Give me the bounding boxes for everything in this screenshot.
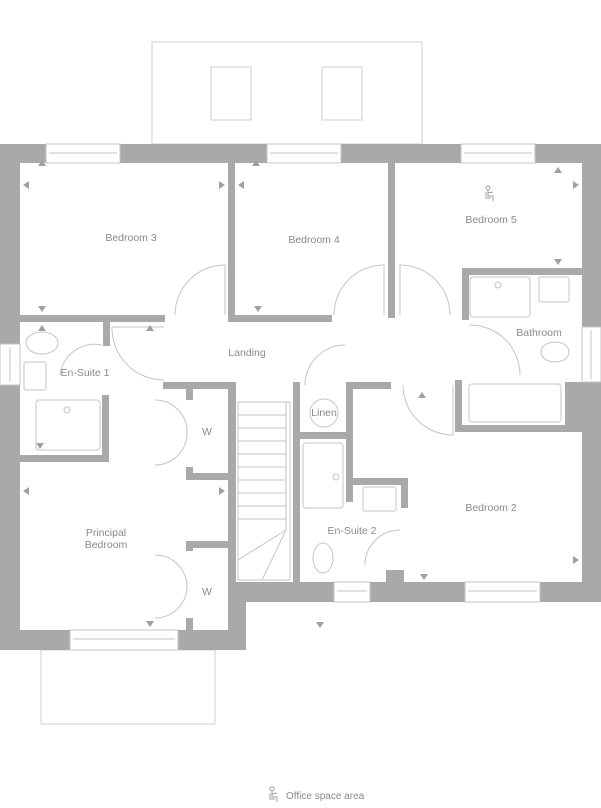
room-label-bedroom-3: Bedroom 3 <box>105 232 157 244</box>
office-space-icon <box>268 786 282 807</box>
room-label-linen: Linen <box>311 407 337 419</box>
room-label-bedroom-2: Bedroom 2 <box>465 502 517 514</box>
room-label-bedroom-5: Bedroom 5 <box>465 214 517 226</box>
room-label-wardrobe-2: W <box>202 586 212 598</box>
legend-label: Office space area <box>286 791 365 802</box>
room-label-principal-bedroom: Principal Bedroom <box>84 527 128 551</box>
room-label-landing: Landing <box>228 347 266 359</box>
room-label-bathroom: Bathroom <box>516 327 562 339</box>
office-space-icon <box>484 185 498 203</box>
room-label-en-suite-2: En-Suite 2 <box>327 525 377 537</box>
room-label-wardrobe-1: W <box>202 426 212 438</box>
legend: Office space area <box>268 786 364 807</box>
room-label-bedroom-4: Bedroom 4 <box>288 234 340 246</box>
room-label-en-suite-1: En-Suite 1 <box>60 367 110 379</box>
